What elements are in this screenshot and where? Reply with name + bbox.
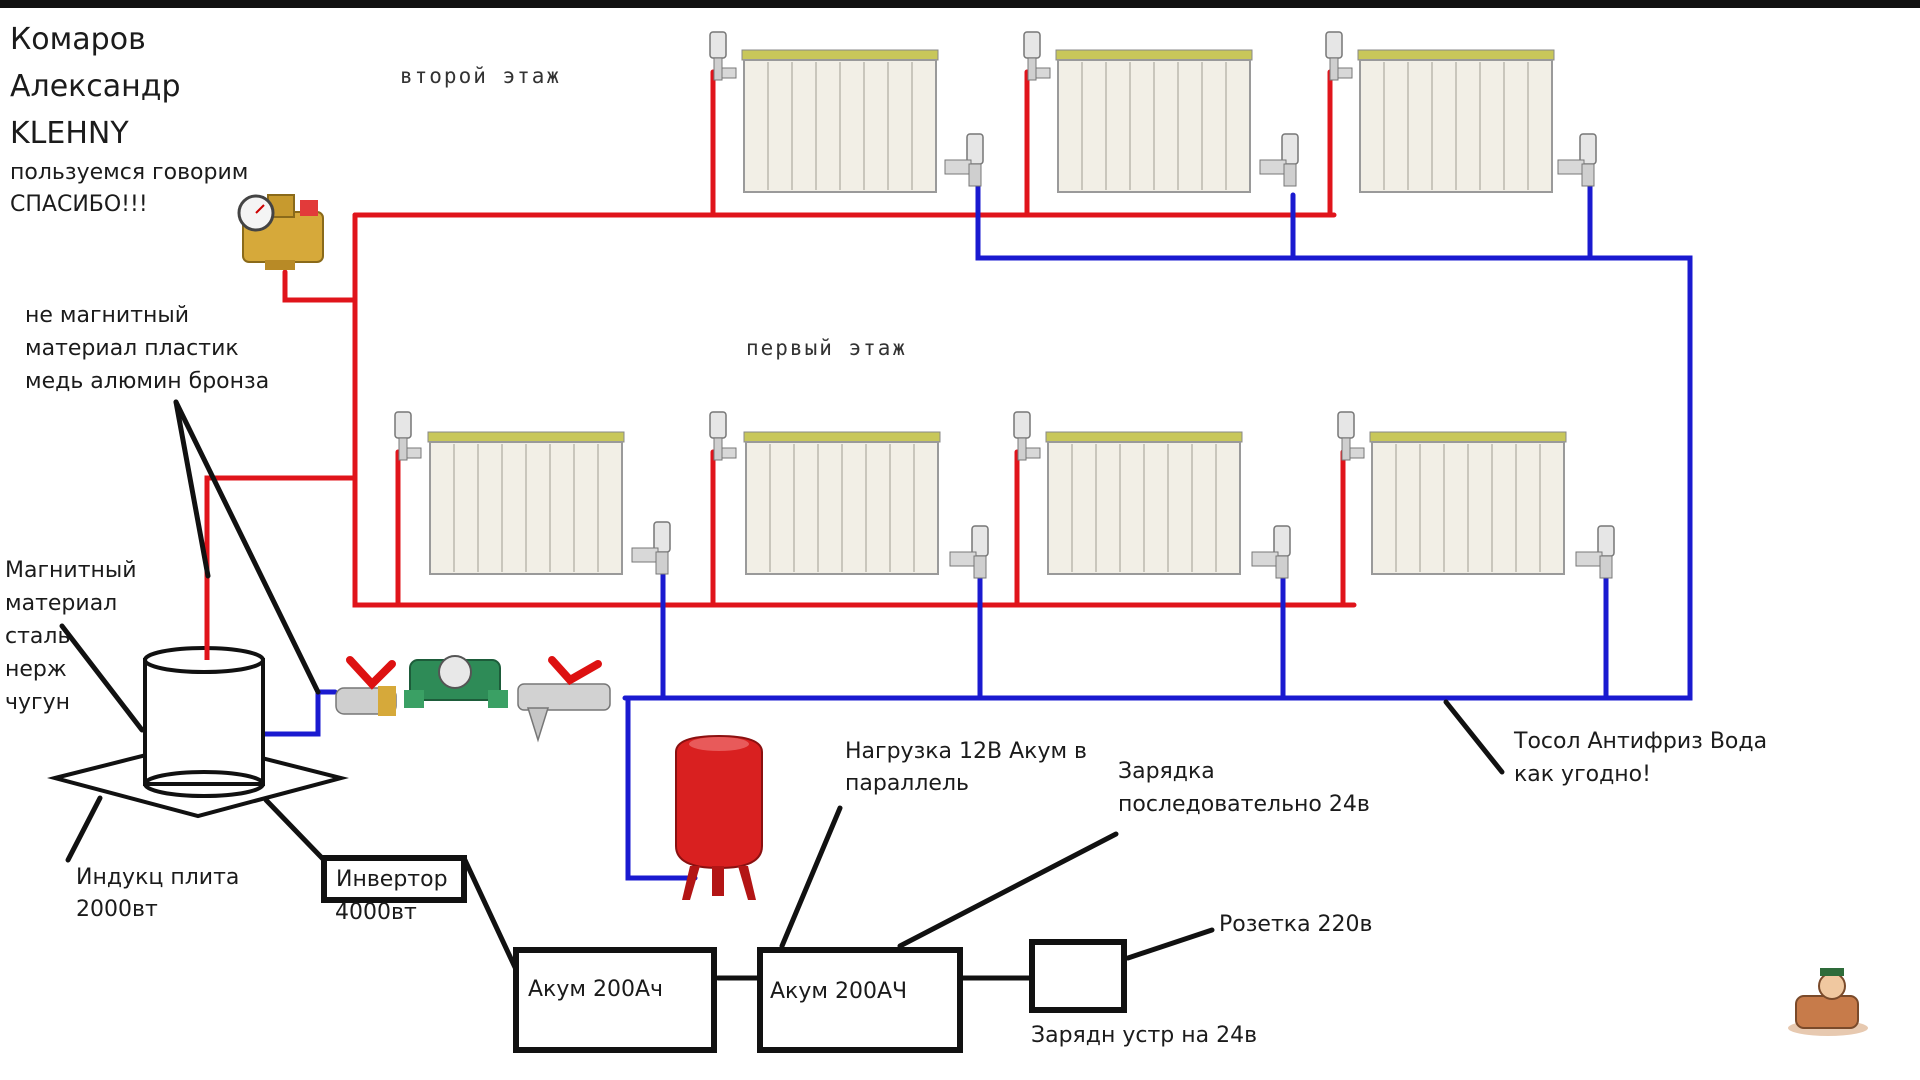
stove-note-2: 2000вт — [76, 897, 158, 922]
radiator-second-floor-3 — [1325, 31, 1597, 193]
magnetic-note-2: материал — [5, 591, 118, 616]
radiator-first-floor-4 — [1337, 411, 1615, 579]
radiator-first-floor-3 — [1013, 411, 1291, 579]
wiring — [59, 399, 1505, 981]
magnetic-note-1: Магнитный — [5, 558, 137, 583]
antifreeze-note-2: как угодно! — [1514, 762, 1651, 787]
circulation-pump-icon — [404, 655, 508, 708]
author-line-3: KLEHNY — [10, 116, 129, 151]
charging-note-1: Зарядка — [1118, 759, 1215, 784]
first-floor-label: первый этаж — [746, 336, 908, 360]
strainer-filter-icon — [517, 656, 611, 743]
magnetic-note-3: сталь — [5, 624, 71, 649]
charging-note-2: последовательно 24в — [1118, 792, 1370, 817]
socket-label: Розетка 220в — [1219, 912, 1373, 937]
safety-group-icon — [237, 194, 324, 270]
charger-label: Зарядн устр на 24в — [1031, 1023, 1258, 1048]
magnetic-note-4: нерж — [5, 657, 67, 682]
radiator-second-floor-1 — [709, 31, 984, 193]
load-note-2: параллель — [845, 771, 969, 796]
radiator-second-floor-2 — [1023, 31, 1299, 193]
inverter-power-label: 4000вт — [335, 900, 417, 925]
inverter-label: Инвертор — [336, 867, 448, 892]
nonmagnetic-note-3: медь алюмин бронза — [25, 369, 270, 394]
radiator-first-floor-2 — [709, 411, 989, 579]
second-floor-label: второй этаж — [400, 64, 562, 88]
thanks-line-1: пользуемся говорим — [10, 160, 249, 185]
boxes — [321, 855, 1127, 1053]
expansion-tank-icon — [675, 734, 763, 900]
induction-boiler — [47, 646, 349, 819]
stove-note-1: Индукц плита — [76, 865, 240, 890]
ball-valve-icon — [335, 656, 397, 716]
author-line-1: Комаров — [10, 22, 146, 57]
plumber-logo-icon — [1788, 968, 1868, 1036]
antifreeze-note-1: Тосол Антифриз Вода — [1514, 729, 1768, 754]
author-line-2: Александр — [10, 69, 181, 104]
supply-pipes — [204, 69, 1357, 661]
nonmagnetic-note-2: материал пластик — [25, 336, 239, 361]
magnetic-note-5: чугун — [5, 690, 70, 715]
return-pipes — [259, 179, 1693, 881]
nonmagnetic-note-1: не магнитный — [25, 303, 190, 328]
load-note-1: Нагрузка 12В Акум в — [845, 739, 1088, 764]
radiator-first-floor-1 — [394, 411, 671, 575]
battery-2-label: Акум 200АЧ — [770, 979, 908, 1004]
top-border — [0, 0, 1920, 8]
thanks-line-2: СПАСИБО!!! — [10, 192, 148, 217]
battery-1-label: Акум 200Ач — [528, 977, 663, 1002]
